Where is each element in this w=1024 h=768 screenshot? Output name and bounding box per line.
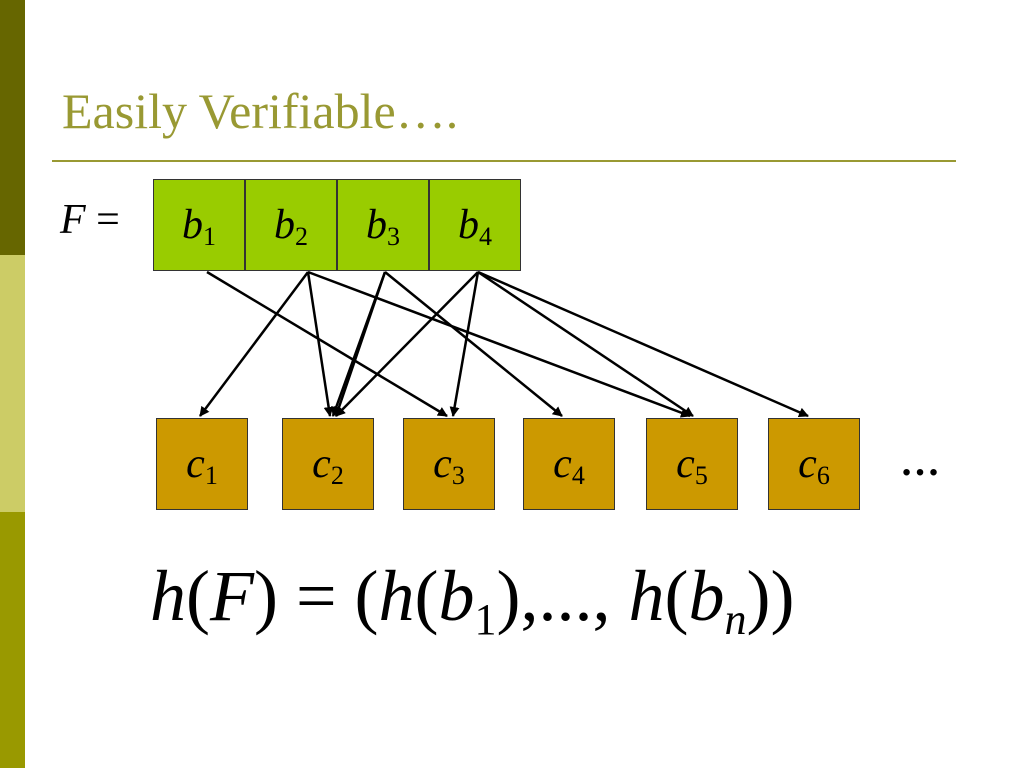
block-sub: 2 (295, 222, 308, 251)
sidebar-band-top (0, 0, 25, 255)
check-var: c (186, 441, 205, 487)
edge-b2-c5 (307, 270, 691, 418)
block-var: b (366, 202, 387, 248)
edge-b4-c6 (477, 270, 809, 418)
sidebar-stripe (0, 0, 25, 768)
edge-b4-c3 (449, 271, 480, 417)
formula-text: h(F) = (h(b1),..., h(bn)) (150, 556, 795, 644)
edge-b2-c2 (306, 271, 334, 417)
edge-b3-c4 (384, 271, 563, 417)
title-divider (52, 160, 956, 162)
edge-b2-c1 (199, 271, 309, 417)
block-var: b (458, 202, 479, 248)
check-var: c (433, 441, 452, 487)
check-var: c (553, 441, 572, 487)
edge-b1-c3 (206, 270, 448, 418)
slide-title: Easily Verifiable…. (62, 83, 459, 139)
check-sub: 5 (694, 461, 708, 490)
file-label-var: F (60, 197, 86, 243)
block-var: b (182, 202, 203, 248)
file-label: F = (60, 196, 120, 244)
check-var: c (798, 441, 817, 487)
block-sub: 3 (387, 222, 400, 251)
check-sub: 3 (451, 461, 465, 490)
file-label-eq: = (85, 197, 120, 243)
check-sub: 1 (204, 461, 218, 490)
sidebar-band-bottom (0, 512, 25, 768)
check-var: c (676, 441, 695, 487)
check-sub: 6 (816, 461, 830, 490)
block-var: b (274, 202, 295, 248)
edge-b4-c2 (335, 271, 479, 417)
check-sub: 4 (571, 461, 585, 490)
block-sub: 1 (203, 222, 216, 251)
edge-b4-c5 (477, 270, 694, 418)
block-sub: 4 (479, 222, 492, 251)
more-checks-ellipsis: … (900, 439, 942, 484)
sidebar-band-middle (0, 255, 25, 512)
check-sub: 2 (330, 461, 344, 490)
check-var: c (312, 441, 331, 487)
edge-b3-c2 (334, 271, 387, 417)
hash-formula: h(F) = (h(b1),..., h(bn)) (150, 555, 794, 645)
